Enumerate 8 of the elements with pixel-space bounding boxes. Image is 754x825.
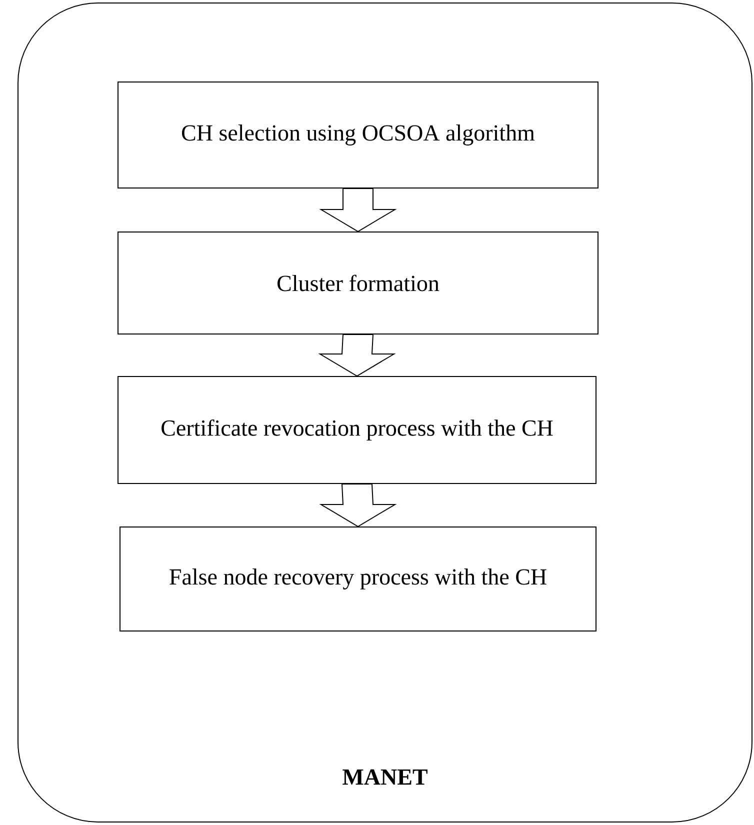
block-arrow — [318, 334, 396, 377]
process-box: False node recovery process with the CH — [120, 526, 596, 632]
region-label: MANET — [342, 769, 428, 785]
block-arrow — [319, 484, 397, 528]
block-arrow — [319, 188, 397, 232]
process-box: Cluster formation — [118, 232, 598, 334]
process-box: CH selection using OCSOA algorithm — [118, 82, 598, 188]
process-box: Certificate revocation process with the CH — [118, 376, 596, 484]
